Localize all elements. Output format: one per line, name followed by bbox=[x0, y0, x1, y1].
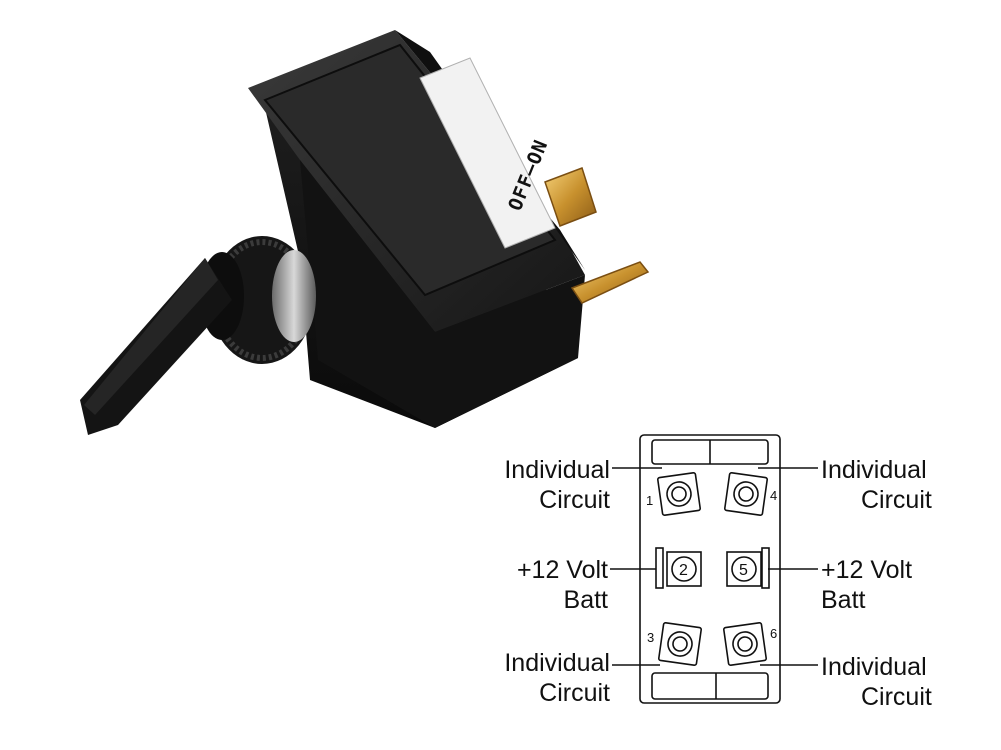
label-mid-right-line1: +12 Volt bbox=[821, 556, 913, 584]
label-mid-left: +12 Volt Batt bbox=[470, 555, 608, 615]
terminal-2 bbox=[655, 547, 702, 589]
label-bottom-left-line1: Individual bbox=[504, 649, 610, 677]
terminal-tab-upper bbox=[544, 167, 597, 227]
terminal-tab-lower bbox=[570, 261, 650, 304]
label-bottom-left: Individual Circuit bbox=[470, 648, 610, 708]
terminal-5 bbox=[726, 547, 770, 589]
housing-bottom-cap bbox=[651, 672, 769, 700]
terminal-3 bbox=[657, 621, 703, 667]
wiring-diagram bbox=[610, 434, 818, 704]
terminal-number-3: 3 bbox=[647, 630, 654, 645]
label-bottom-left-line2: Circuit bbox=[539, 679, 610, 707]
label-top-left-line1: Individual bbox=[504, 456, 610, 484]
terminal-number-1: 1 bbox=[646, 493, 653, 508]
switch-cover-plate bbox=[263, 43, 557, 297]
label-bottom-right-line2: Circuit bbox=[861, 683, 932, 711]
label-top-left: Individual Circuit bbox=[470, 455, 610, 515]
label-mid-right-line2: Batt bbox=[821, 586, 866, 614]
switch-housing-outline bbox=[639, 434, 781, 704]
terminal-4 bbox=[723, 471, 769, 517]
label-mid-left-line1: +12 Volt bbox=[516, 556, 608, 584]
terminal-1 bbox=[656, 471, 702, 517]
label-bottom-right-line1: Individual bbox=[821, 653, 927, 681]
label-top-left-line2: Circuit bbox=[539, 486, 610, 514]
terminal-number-4: 4 bbox=[770, 488, 777, 503]
terminal-number-6: 6 bbox=[770, 626, 777, 641]
terminal-number-5: 5 bbox=[739, 562, 748, 579]
label-mid-left-line2: Batt bbox=[563, 586, 608, 614]
label-bottom-right: Individual Circuit bbox=[821, 652, 991, 712]
label-top-right-line1: Individual bbox=[821, 456, 927, 484]
label-top-right-line2: Circuit bbox=[861, 486, 932, 514]
terminal-number-2: 2 bbox=[679, 562, 688, 579]
toggle-switch-photo: OFF–ON bbox=[80, 30, 650, 435]
switch-body-lip bbox=[300, 160, 585, 428]
label-mid-right: +12 Volt Batt bbox=[821, 555, 991, 615]
label-top-right: Individual Circuit bbox=[821, 455, 991, 515]
terminal-6 bbox=[722, 621, 768, 667]
